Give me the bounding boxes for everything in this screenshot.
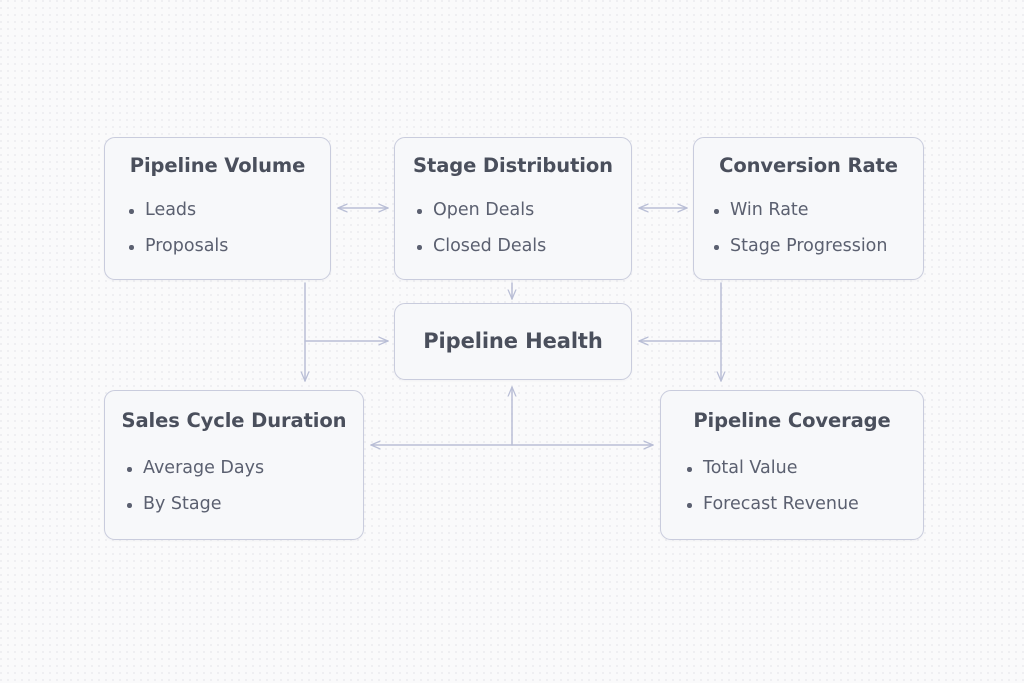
node-item-list: Open Deals Closed Deals (415, 200, 631, 258)
node-item-list: Win Rate Stage Progression (712, 200, 923, 258)
list-item: Total Value (685, 458, 923, 480)
node-title: Pipeline Coverage (693, 409, 891, 432)
node-title: Stage Distribution (413, 154, 613, 177)
list-item: Leads (127, 200, 330, 222)
bullet-icon (714, 209, 719, 214)
list-item-label: Leads (145, 200, 197, 221)
node-title: Pipeline Health (423, 329, 603, 353)
bullet-icon (687, 467, 692, 472)
node-pipeline-coverage[interactable]: Pipeline Coverage Total Value Forecast R… (660, 390, 924, 540)
list-item: Proposals (127, 236, 330, 258)
list-item: Forecast Revenue (685, 494, 923, 516)
node-title: Conversion Rate (719, 154, 898, 177)
list-item-label: Stage Progression (730, 236, 888, 257)
bullet-icon (417, 245, 422, 250)
node-pipeline-health[interactable]: Pipeline Health (394, 303, 632, 380)
list-item-label: Open Deals (433, 200, 535, 221)
bullet-icon (714, 245, 719, 250)
bullet-icon (127, 467, 132, 472)
list-item: Open Deals (415, 200, 631, 222)
node-title: Pipeline Volume (129, 154, 306, 177)
bullet-icon (129, 209, 134, 214)
list-item-label: Forecast Revenue (703, 494, 859, 515)
list-item: Win Rate (712, 200, 923, 222)
bullet-icon (687, 503, 692, 508)
list-item-label: Win Rate (730, 200, 809, 221)
list-item-label: Average Days (143, 458, 265, 479)
node-item-list: Total Value Forecast Revenue (685, 458, 923, 516)
list-item: Average Days (125, 458, 363, 480)
bullet-icon (417, 209, 422, 214)
node-item-list: Average Days By Stage (125, 458, 363, 516)
bullet-icon (127, 503, 132, 508)
list-item-label: Proposals (145, 236, 229, 257)
list-item: Closed Deals (415, 236, 631, 258)
list-item-label: Closed Deals (433, 236, 547, 257)
node-item-list: Leads Proposals (127, 200, 330, 258)
list-item-label: Total Value (703, 458, 798, 479)
node-sales-cycle-duration[interactable]: Sales Cycle Duration Average Days By Sta… (104, 390, 364, 540)
node-title: Sales Cycle Duration (121, 409, 347, 432)
list-item: Stage Progression (712, 236, 923, 258)
bullet-icon (129, 245, 134, 250)
node-conversion-rate[interactable]: Conversion Rate Win Rate Stage Progressi… (693, 137, 924, 280)
node-pipeline-volume[interactable]: Pipeline Volume Leads Proposals (104, 137, 331, 280)
list-item: By Stage (125, 494, 363, 516)
node-stage-distribution[interactable]: Stage Distribution Open Deals Closed Dea… (394, 137, 632, 280)
list-item-label: By Stage (143, 494, 222, 515)
